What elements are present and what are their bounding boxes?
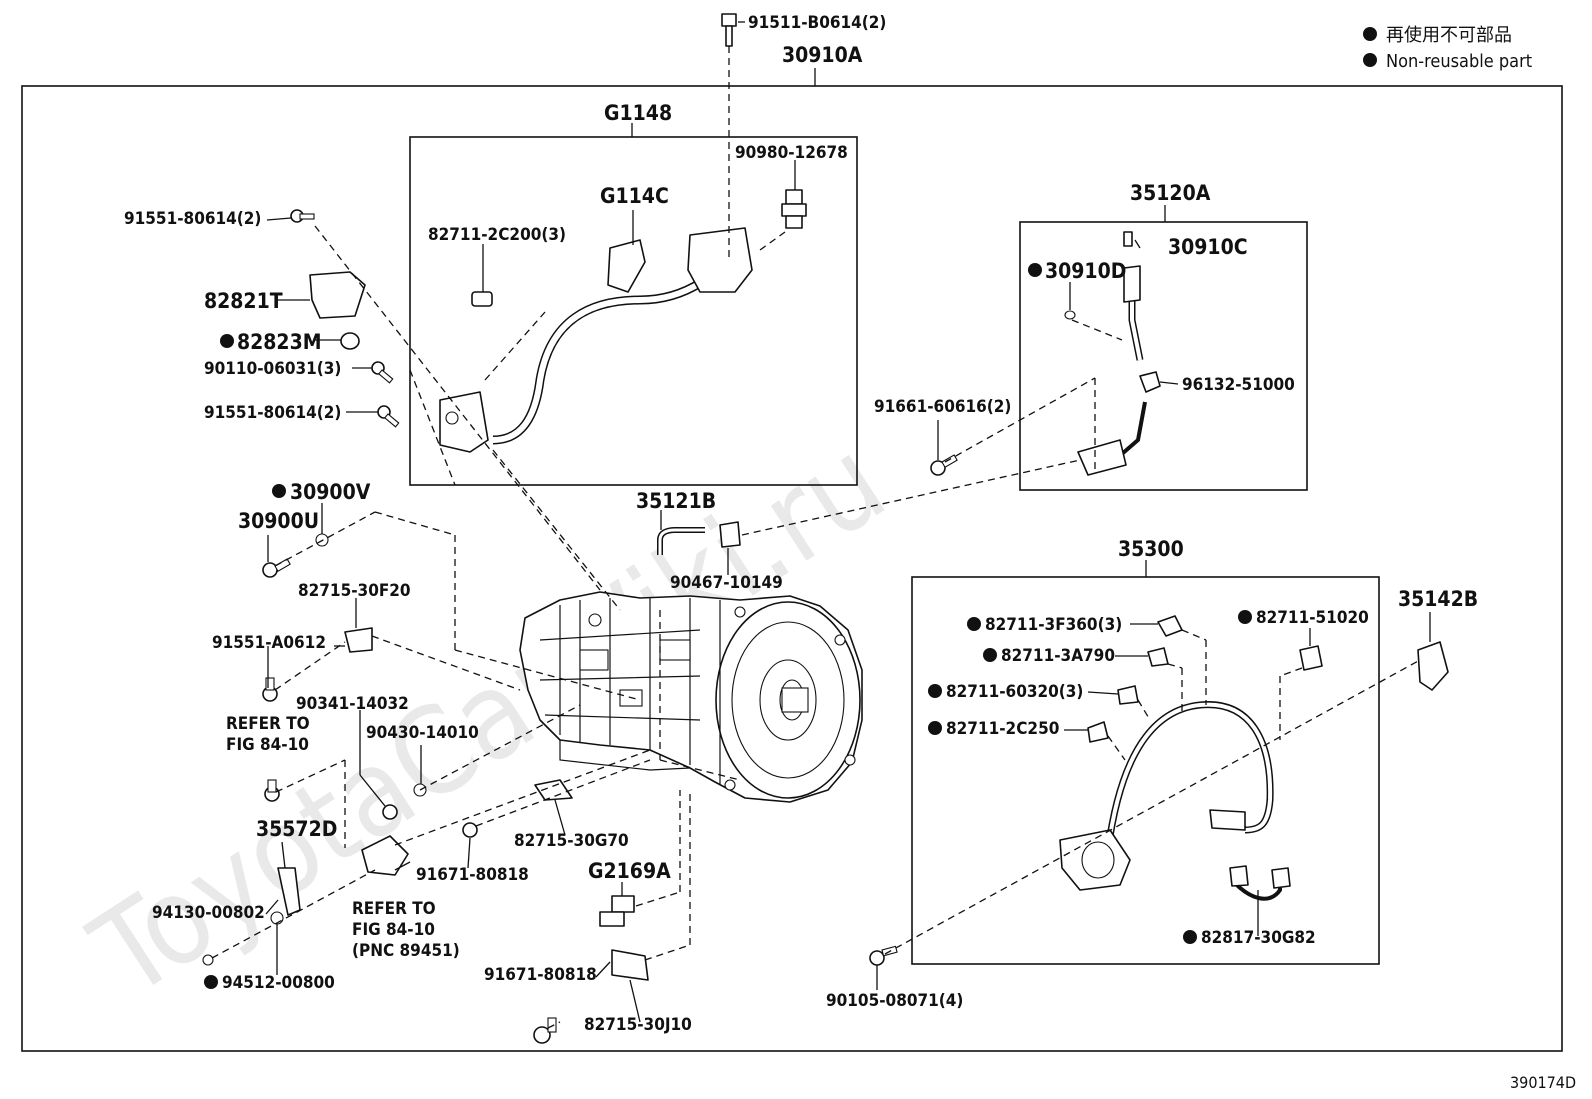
label-91511: 91511-B0614(2) [748, 13, 886, 33]
label-82817: 82817-30G82 [1201, 928, 1316, 948]
label-35572D: 35572D [256, 817, 337, 841]
label-91671-lower: 91671-80818 [484, 965, 597, 985]
label-82711-3F360: 82711-3F360(3) [985, 615, 1122, 635]
label-96132: 96132-51000 [1182, 375, 1295, 395]
non-reusable-marker-icon [967, 617, 981, 631]
box-G1148 [409, 136, 858, 486]
label-30900V: 30900V [290, 480, 371, 504]
label-30910C: 30910C [1168, 235, 1248, 259]
label-G114C: G114C [600, 184, 669, 208]
non-reusable-marker-icon [220, 334, 234, 348]
label-refer-2-line-3: (PNC 89451) [352, 941, 460, 961]
non-reusable-marker-icon [1183, 930, 1197, 944]
label-82711-2C200: 82711-2C200(3) [428, 225, 566, 245]
hardware-parts [202, 13, 958, 1044]
label-90467: 90467-10149 [670, 573, 783, 593]
label-35300: 35300 [1118, 537, 1184, 561]
label-90105: 90105-08071(4) [826, 991, 963, 1011]
non-reusable-marker-icon [928, 684, 942, 698]
label-G1148: G1148 [604, 101, 672, 125]
oil-cooler-hose-G1148 [439, 189, 807, 453]
label-82711-60320: 82711-60320(3) [946, 682, 1083, 702]
non-reusable-marker-icon [928, 721, 942, 735]
label-91661: 91661-60616(2) [874, 397, 1011, 417]
label-82711-51020: 82711-51020 [1256, 608, 1369, 628]
non-reusable-marker-icon [983, 648, 997, 662]
label-refer-1-line-2: FIG 84-10 [226, 735, 309, 755]
label-91551-80614-upper: 91551-80614(2) [124, 209, 261, 229]
label-G2169A: G2169A [588, 859, 671, 883]
label-90980: 90980-12678 [735, 143, 848, 163]
label-91551-A0612: 91551-A0612 [212, 633, 326, 653]
label-refer-1-line-1: REFER TO [226, 714, 310, 734]
label-82711-3A790: 82711-3A790 [1001, 646, 1115, 666]
label-30910A: 30910A [782, 43, 863, 67]
label-refer-2-line-1: REFER TO [352, 899, 436, 919]
non-reusable-marker-icon [204, 975, 218, 989]
label-90341: 90341-14032 [296, 694, 409, 714]
non-reusable-marker-icon [1363, 27, 1377, 41]
document-id: 390174D [1510, 1073, 1576, 1092]
legend-english: Non-reusable part [1386, 51, 1532, 72]
transmission-assembly [519, 591, 863, 803]
non-reusable-marker-icon [1363, 53, 1377, 67]
label-82821T: 82821T [204, 289, 283, 313]
legend-japanese: 再使用不可部品 [1386, 25, 1512, 46]
oil-level-gauge-35120A [1064, 231, 1161, 476]
label-91671-upper: 91671-80818 [416, 865, 529, 885]
label-35120A: 35120A [1130, 181, 1211, 205]
label-82715-30F20: 82715-30F20 [298, 581, 411, 601]
label-94512: 94512-00800 [222, 973, 335, 993]
label-90430: 90430-14010 [366, 723, 479, 743]
label-82715-30J10: 82715-30J10 [584, 1015, 692, 1035]
assembly-dashed-lines [211, 46, 1421, 1029]
label-90110: 90110-06031(3) [204, 359, 341, 379]
leader-lines [265, 21, 1431, 1023]
label-91551-80614-lower: 91551-80614(2) [204, 403, 341, 423]
box-35120A [1019, 221, 1308, 491]
sensor-35142B [1417, 641, 1449, 691]
label-82715-30G70: 82715-30G70 [514, 831, 629, 851]
label-35142B: 35142B [1398, 587, 1478, 611]
non-reusable-marker-icon [272, 484, 286, 498]
legend: 再使用不可部品 Non-reusable part [1363, 25, 1532, 72]
label-refer-2-line-2: FIG 84-10 [352, 920, 435, 940]
label-82711-2C250: 82711-2C250 [946, 719, 1059, 739]
assembly-frame [21, 85, 1563, 1052]
label-35121B: 35121B [636, 489, 716, 513]
part-labels: 91511-B0614(2) 30910A G1148 90980-12678 … [124, 13, 1478, 1035]
label-94130: 94130-00802 [152, 903, 265, 923]
label-30910D: 30910D [1045, 259, 1126, 283]
non-reusable-marker-icon [1028, 263, 1042, 277]
box-35300 [911, 576, 1380, 965]
label-30900U: 30900U [238, 509, 319, 533]
non-reusable-marker-icon [1238, 610, 1252, 624]
non-reusable-markers [204, 263, 1252, 989]
label-82823M: 82823M [237, 330, 322, 354]
